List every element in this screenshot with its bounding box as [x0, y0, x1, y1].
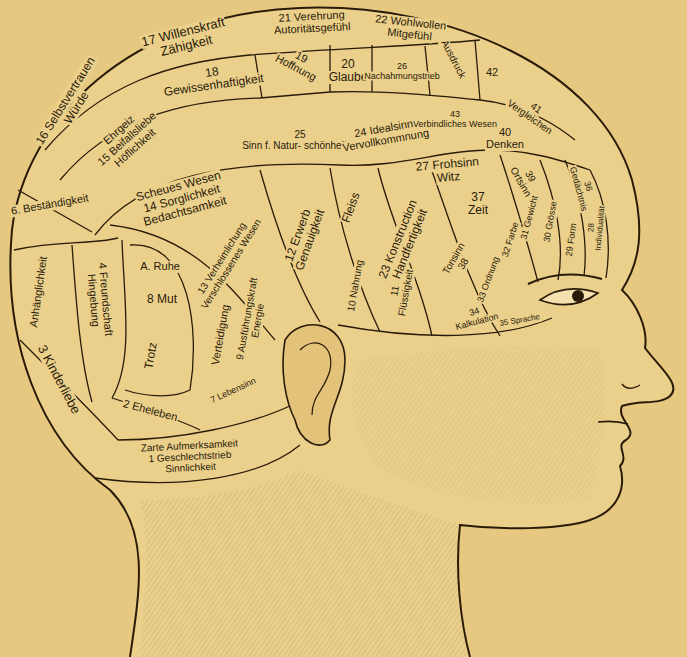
- cheek-shading: [352, 346, 604, 504]
- region-label: Nachahmungstrieb: [363, 71, 441, 81]
- neck-shading: [140, 470, 470, 657]
- region-label: 43: [449, 110, 461, 120]
- ear: [283, 325, 345, 445]
- region-label: Autoritätsgefühl: [273, 21, 352, 37]
- region-label: Mitgefühl: [386, 26, 434, 43]
- region-border: [125, 245, 193, 396]
- region-label: Zeit: [467, 204, 489, 217]
- region-border: [20, 340, 292, 440]
- region-label: 8 Mut: [146, 293, 178, 306]
- region-label: Trotz: [142, 340, 160, 371]
- brain-region: 42: [483, 67, 501, 81]
- brain-region: 4 FreundschaftHingebung: [82, 260, 115, 341]
- region-border: [72, 240, 126, 402]
- region-border: [60, 92, 575, 180]
- nostril: [622, 384, 640, 388]
- brain-region: Zarte Aufmerksamkeit1 GeschlechtstriebSi…: [138, 438, 243, 477]
- brain-region: A. Ruhe: [137, 261, 183, 275]
- region-label: Denken: [485, 139, 525, 151]
- region-border: [260, 168, 432, 336]
- region-border: [540, 160, 608, 280]
- brain-region: 40Denken: [483, 127, 527, 153]
- ear-inner: [300, 343, 331, 415]
- region-label: A. Ruhe: [139, 261, 181, 273]
- region-border: [95, 318, 552, 483]
- region-label: Witz: [435, 170, 461, 185]
- head-outline: [10, 8, 673, 657]
- brain-region: 21 VerehrungAutoritätsgefühl: [270, 9, 353, 39]
- region-border: [428, 155, 538, 336]
- brain-region: 8 Mut: [144, 293, 180, 308]
- region-label: 26: [396, 62, 408, 72]
- eye: [540, 289, 598, 305]
- brain-region: 26Nachahmungstrieb: [361, 62, 443, 83]
- region-label: 42: [485, 67, 499, 79]
- region-label: 40: [498, 127, 512, 139]
- region-label: 37: [470, 191, 485, 204]
- region-label: 20: [340, 58, 355, 71]
- brain-region: 37Zeit: [465, 191, 491, 219]
- eyebrow: [528, 275, 602, 284]
- brain-region: 27 FrohsinnWitz: [412, 155, 483, 189]
- region-label: 25: [293, 130, 306, 141]
- mouth-line: [598, 421, 628, 424]
- region-label: 29 Form: [565, 222, 580, 259]
- region-label: Individualität: [594, 205, 607, 252]
- region-label: Sinnlichkeit: [164, 461, 217, 475]
- iris: [572, 290, 584, 302]
